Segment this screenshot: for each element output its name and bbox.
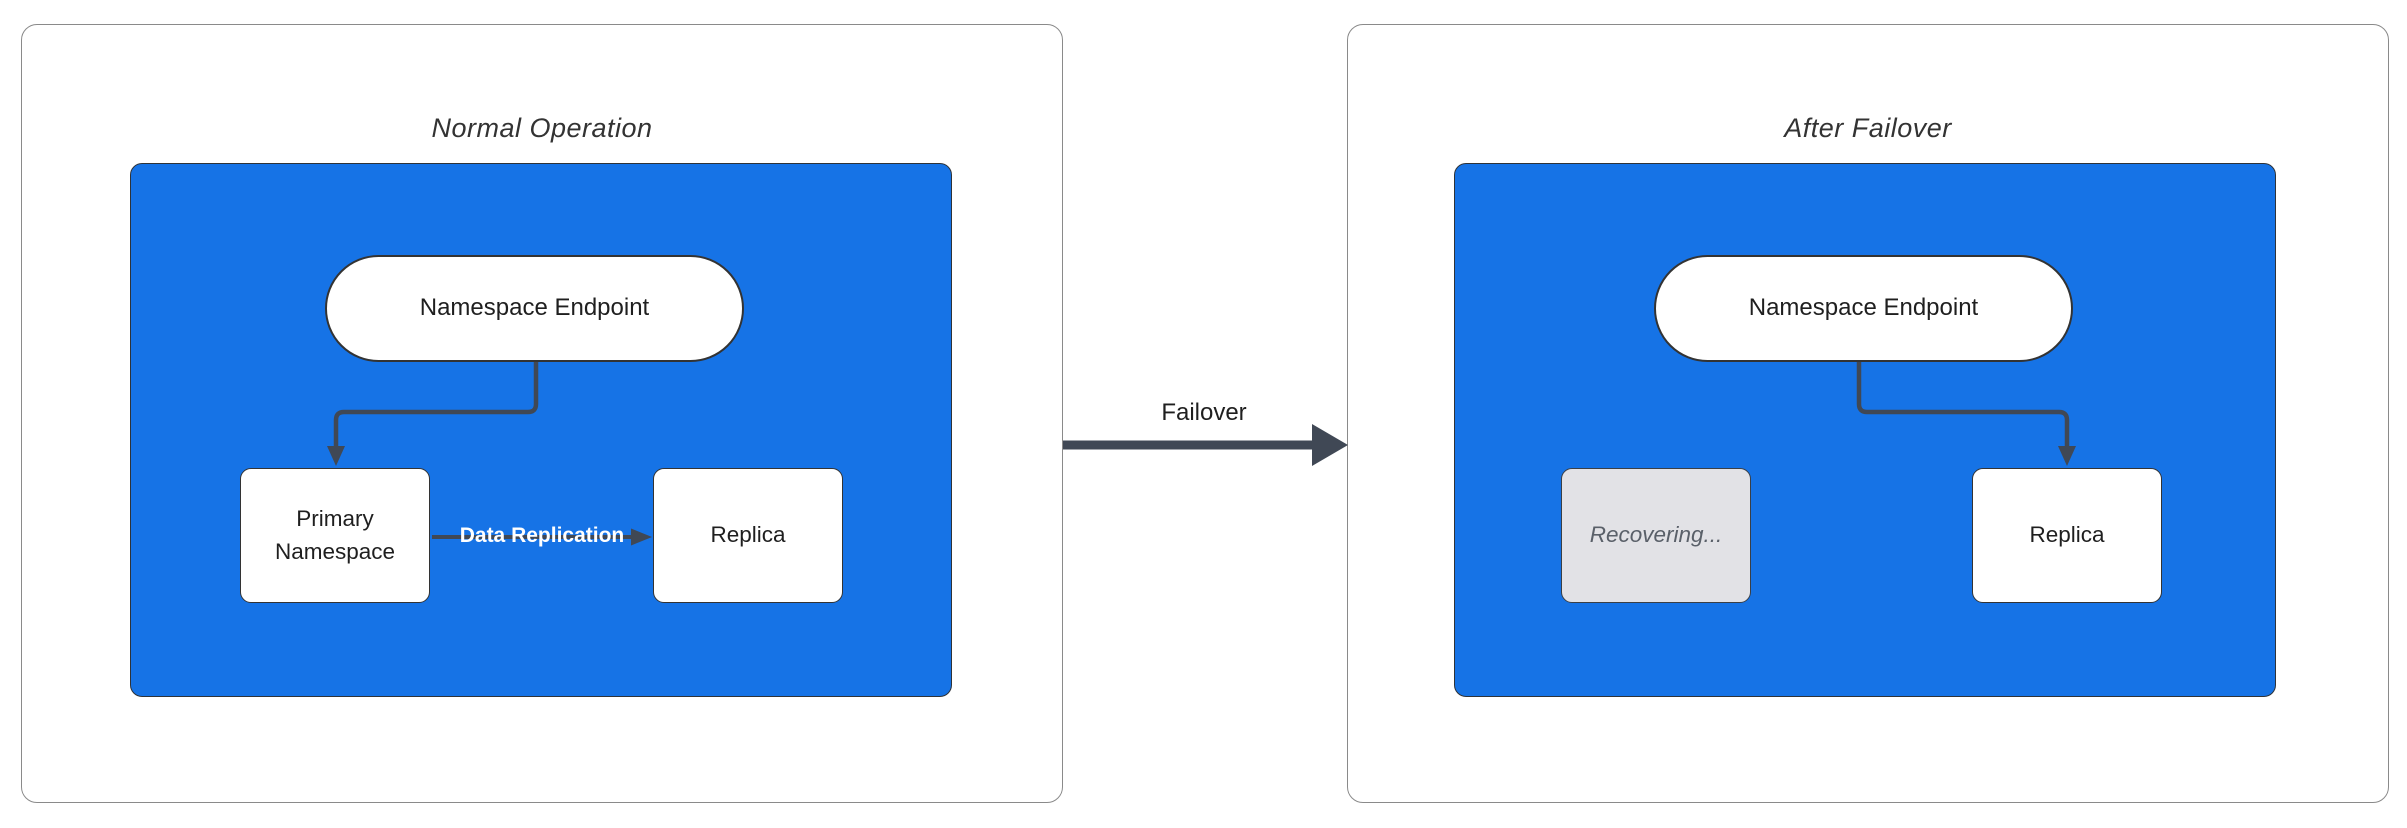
failover-edge-label: Failover [1161,399,1247,426]
replica-node-left: Replica [653,468,843,603]
namespace-endpoint-node-right: Namespace Endpoint [1654,255,2073,362]
namespace-container-right [1454,163,2276,697]
primary-namespace-node: Primary Namespace [240,468,430,603]
data-replication-edge-label: Data Replication [459,524,625,547]
panel-title-normal-operation: Normal Operation [431,113,653,143]
namespace-container-left [130,163,952,697]
recovering-node: Recovering... [1561,468,1751,603]
namespace-endpoint-node-left: Namespace Endpoint [325,255,744,362]
panel-title-after-failover: After Failover [1784,113,1952,143]
edge-failover-arrow [1063,424,1348,466]
replica-node-right: Replica [1972,468,2162,603]
